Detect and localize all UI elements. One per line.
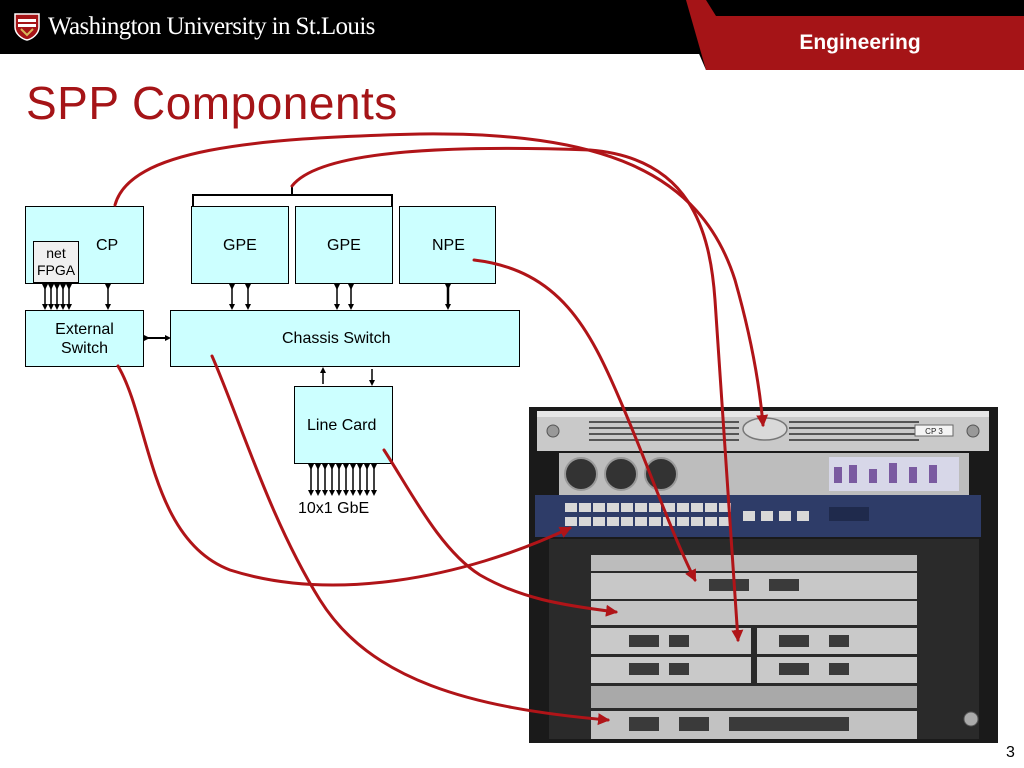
slide-title: SPP Components xyxy=(26,77,398,129)
gbe-port-arrows xyxy=(308,464,377,496)
npe-label: NPE xyxy=(432,237,465,254)
logo-text: Washington University in St.Louis xyxy=(48,13,375,40)
net-fpga-line1: net xyxy=(46,245,66,261)
fpga-arrows xyxy=(42,284,72,310)
page-number: 3 xyxy=(1006,744,1015,761)
chassis-switch-box: Chassis Switch xyxy=(170,310,520,367)
external-switch-callout-arrow xyxy=(116,364,572,587)
line-card-box: Line Card xyxy=(294,386,393,464)
university-logo: Washington University in St.Louis xyxy=(14,12,375,42)
gpe-label-1: GPE xyxy=(223,237,257,254)
gpe-box-1: GPE xyxy=(191,206,289,284)
chassis-photo-drawing: CP 3 xyxy=(529,407,998,743)
external-switch-line1: External xyxy=(55,321,114,338)
cp-label: CP xyxy=(96,237,119,254)
line-card-label: Line Card xyxy=(307,417,377,434)
gpe-callout-arrow xyxy=(290,146,744,642)
bus-arrows xyxy=(105,284,451,386)
gpe-box-2: GPE xyxy=(295,206,393,284)
gpe-bracket xyxy=(192,186,393,206)
engineering-tab: Engineering xyxy=(706,16,1024,70)
photo-tag: CP 3 xyxy=(925,427,943,436)
crest-icon xyxy=(14,13,40,41)
gbe-label: 10x1 GbE xyxy=(298,500,370,517)
chassis-switch-label: Chassis Switch xyxy=(282,330,391,347)
external-switch-box: External Switch xyxy=(25,310,144,367)
npe-box: NPE xyxy=(399,206,496,284)
engineering-label: Engineering xyxy=(799,31,921,54)
gpe-label-2: GPE xyxy=(327,237,361,254)
net-fpga-box: net FPGA xyxy=(33,241,79,283)
hardware-photo: CP 3 xyxy=(529,407,998,743)
callout-arrows xyxy=(113,132,769,726)
chassis-switch-callout-arrow xyxy=(210,354,610,726)
npe-callout-arrow xyxy=(472,258,697,582)
line-card-callout-arrow xyxy=(382,448,618,617)
net-fpga-line2: FPGA xyxy=(36,262,76,278)
external-switch-line2: Switch xyxy=(60,340,109,357)
